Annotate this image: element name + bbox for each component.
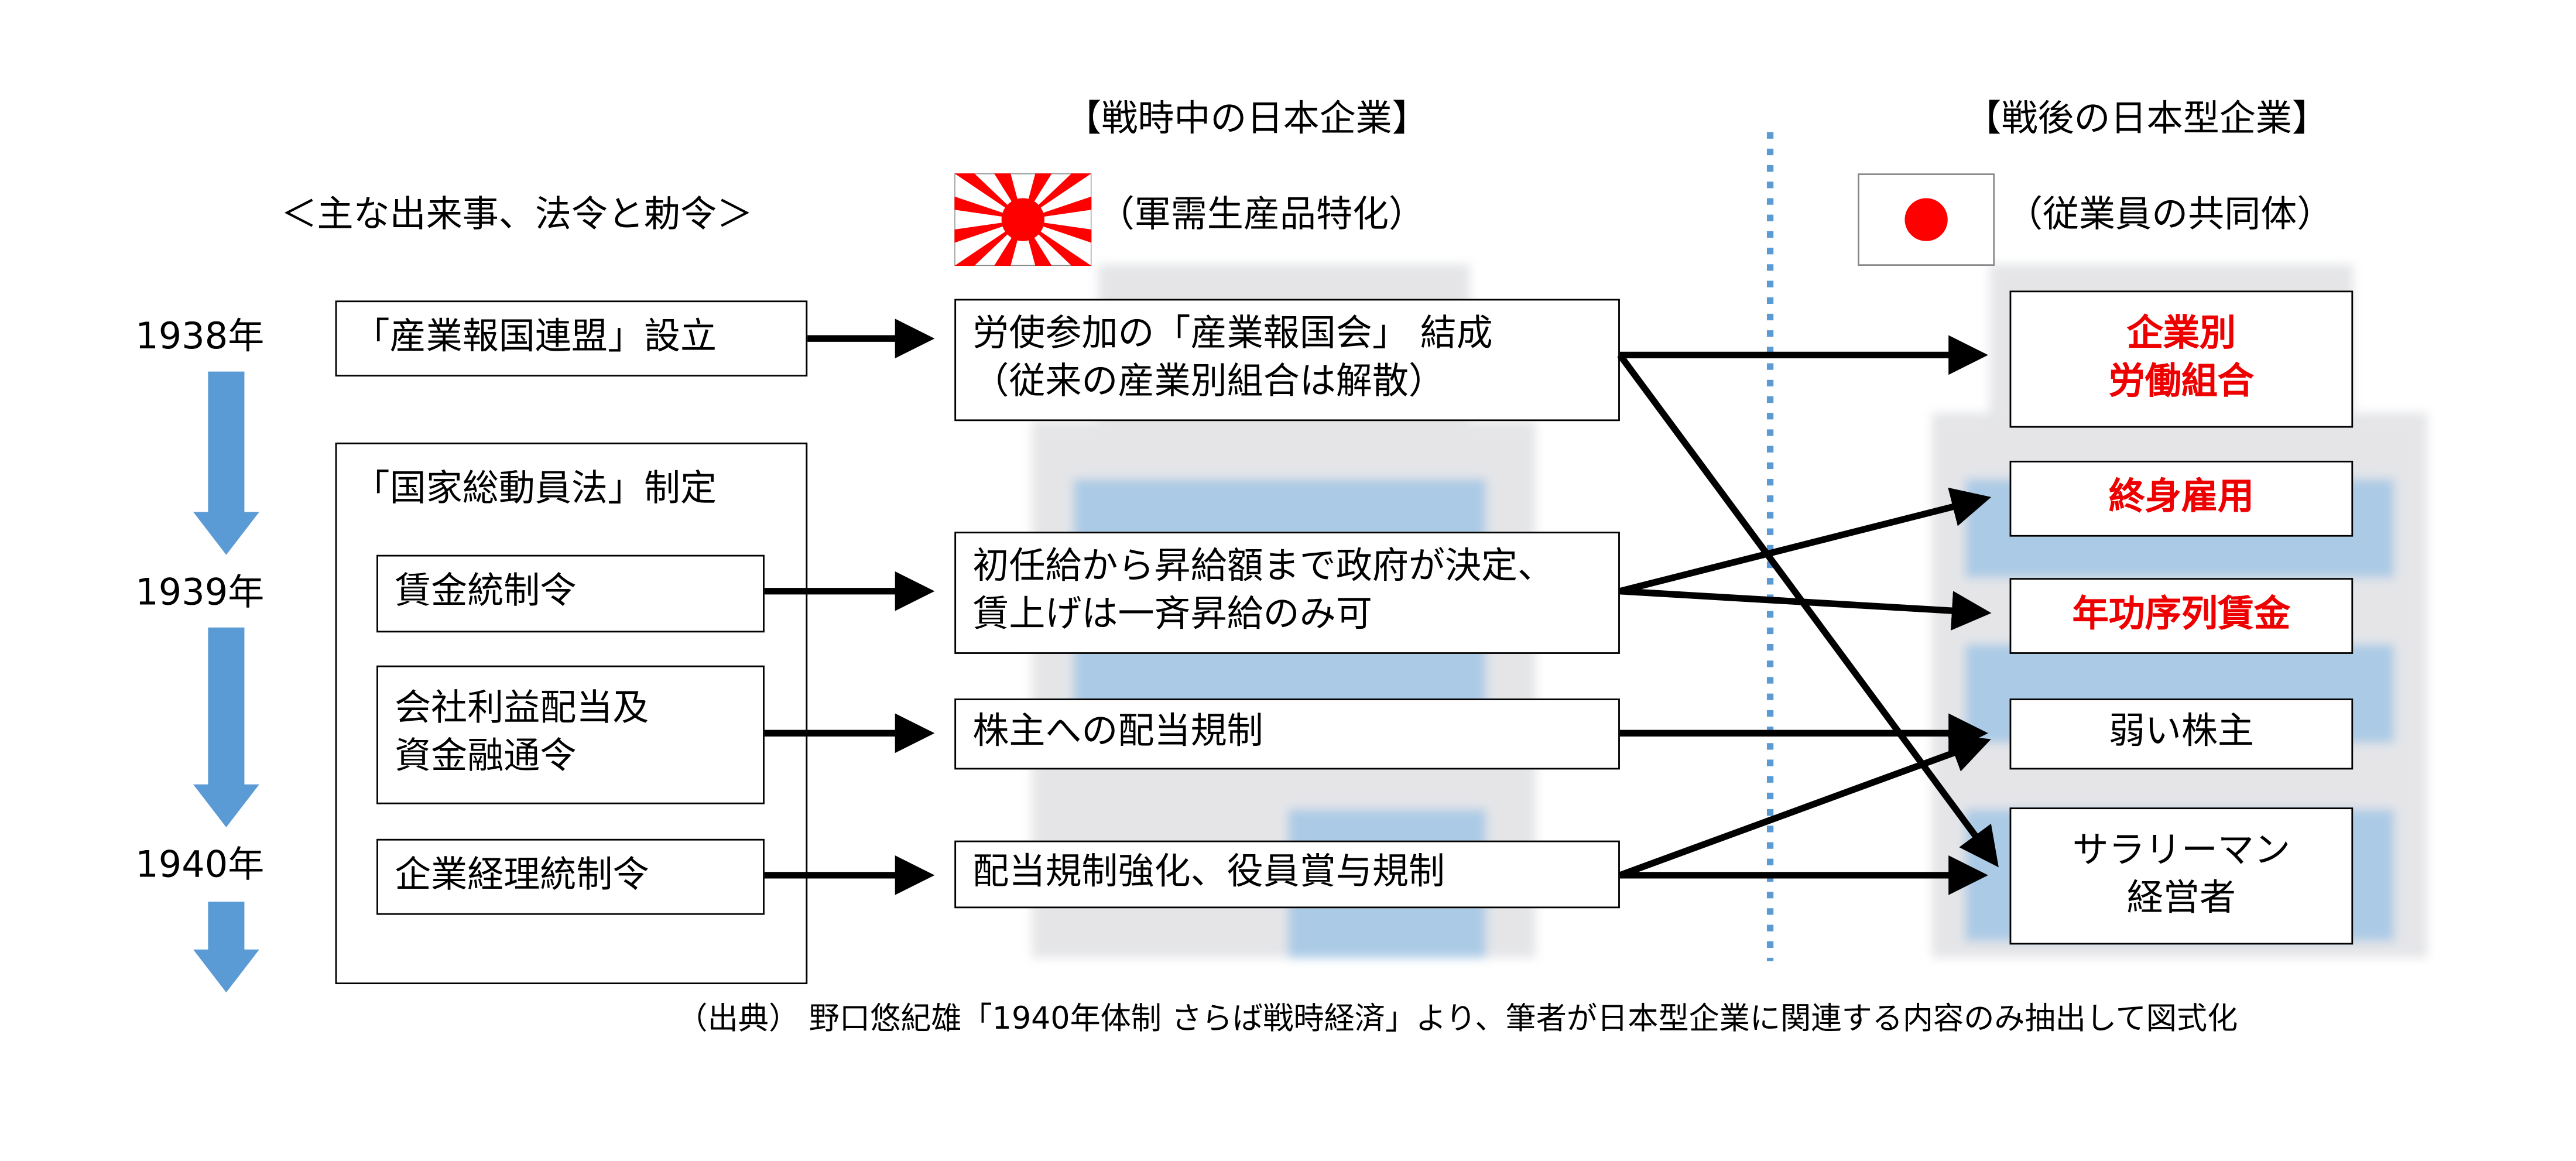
arrow-icon: [1619, 588, 1992, 631]
lifetime-employment-label: 終身雇用: [2108, 477, 2254, 518]
federation-box: 「産業報国連盟」設立: [335, 300, 808, 377]
dividend-label-2: 資金融通令: [395, 736, 577, 778]
wartime-box-4: 配当規制強化、役員賞与規制: [954, 840, 1620, 909]
year-1940: 1940年: [135, 845, 265, 887]
postwar-subtitle: （従業員の共同体）: [2006, 194, 2334, 237]
timeline-arrow-down-icon: [193, 371, 259, 555]
wage-control-label: 賃金統制令: [395, 571, 577, 613]
postwar-header: 【戦後の日本型企業】: [1965, 99, 2328, 141]
timeline-arrow-down-icon: [193, 901, 259, 993]
lifetime-employment-box: 終身雇用: [2009, 460, 2354, 537]
federation-label: 「産業報国連盟」設立: [353, 316, 717, 358]
events-header: ＜主な出来事、法令と勅令＞: [280, 194, 753, 237]
weak-shareholders-box: 弱い株主: [2009, 698, 2354, 770]
wartime-header: 【戦時中の日本企業】: [1065, 99, 1429, 141]
enterprise-union-line2: 労働組合: [2108, 361, 2254, 402]
seniority-wage-label: 年功序列賃金: [2072, 594, 2291, 636]
timeline-arrow-down-icon: [193, 627, 259, 828]
wartime-box-1: 労使参加の「産業報国会」 結成 （従来の産業別組合は解散）: [954, 299, 1620, 422]
dividend-label-1: 会社利益配当及: [395, 689, 649, 731]
salaried-managers-line1: サラリーマン: [2072, 830, 2291, 872]
year-1939: 1939年: [135, 573, 265, 615]
rising-sun-flag-icon: [954, 173, 1092, 266]
arrow-icon: [1617, 353, 1999, 868]
japan-flag-icon: [1858, 173, 1995, 266]
wartime-box-3-label: 株主への配当規制: [972, 712, 1263, 754]
wartime-subtitle: （軍需生産品特化）: [1098, 194, 1426, 237]
wartime-box-3: 株主への配当規制: [954, 698, 1620, 770]
wartime-box-2-line1: 初任給から昇給額まで政府が決定、: [972, 547, 1554, 589]
enterprise-union-line1: 企業別: [2126, 313, 2236, 355]
weak-shareholders-label: 弱い株主: [2108, 712, 2254, 754]
wartime-box-2: 初任給から昇給額まで政府が決定、賃上げは一斉昇給のみ可: [954, 532, 1620, 654]
wage-control-box: 賃金統制令: [376, 554, 765, 633]
mobilization-title: 「国家総動員法」制定: [353, 469, 717, 511]
salaried-managers-line2: 経営者: [2126, 878, 2236, 919]
accounting-box: 企業経理統制令: [376, 838, 765, 915]
source-footnote: （出典） 野口悠紀雄「1940年体制 さらば戦時経済」より、筆者が日本型企業に関…: [677, 1002, 2238, 1037]
seniority-wage-box: 年功序列賃金: [2009, 578, 2354, 654]
enterprise-union-box: 企業別労働組合: [2009, 290, 2354, 428]
arrow-icon: [1618, 734, 1991, 879]
year-1938: 1938年: [135, 317, 265, 359]
wartime-box-4-label: 配当規制強化、役員賞与規制: [972, 852, 1445, 894]
arrow-icon: [1619, 487, 1992, 595]
wartime-box-1-line1: 労使参加の「産業報国会」 結成: [972, 314, 1493, 356]
dividend-box: 会社利益配当及資金融通令: [376, 665, 765, 804]
wartime-box-2-line2: 賃上げは一斉昇給のみ可: [972, 594, 1372, 636]
salaried-managers-box: サラリーマン経営者: [2009, 807, 2354, 945]
wartime-box-1-line2: （従来の産業別組合は解散）: [972, 361, 1445, 403]
accounting-label: 企業経理統制令: [395, 855, 649, 896]
